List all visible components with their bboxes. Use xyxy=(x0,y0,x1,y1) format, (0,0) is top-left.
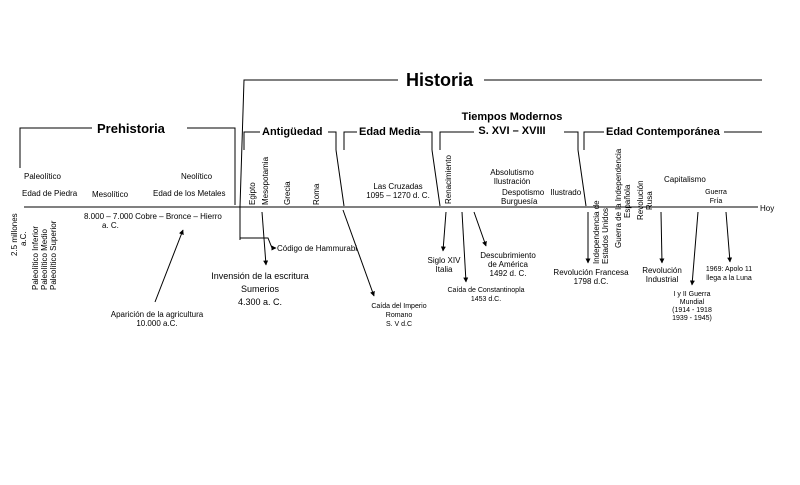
heading-antiguedad: Antigüedad xyxy=(262,126,323,138)
label-apolo: 1969: Apolo 11 llega a la Luna xyxy=(705,266,753,282)
modernos-bracket-left xyxy=(439,131,474,150)
revolucion-industrial-pointer xyxy=(659,211,665,264)
label-descubrimiento: Descubrimiento de América 1492 d. C. xyxy=(480,251,536,278)
apolo-pointer xyxy=(725,211,733,263)
label-caida-roma: Caída del Imperio Romano S. V d.C xyxy=(371,303,427,328)
label-absolutismo: Absolutismo Ilustración xyxy=(490,168,534,186)
label-egipto: Egipto xyxy=(248,182,257,205)
label-grecia: Grecia xyxy=(283,181,292,205)
label-renacimiento: Renacimiento xyxy=(444,155,453,204)
heading-edad-media: Edad Media xyxy=(359,126,421,138)
label-mesolitico: Mesolítico xyxy=(92,190,129,199)
label-metales-fecha: 8.000 – 7.000 Cobre – Bronce – Hierro a.… xyxy=(84,212,222,230)
label-revolucion-francesa: Revolución Francesa 1798 d.C. xyxy=(553,268,629,286)
label-paleolitico-fases: Paleolítico Inferior Paleolítico Medio P… xyxy=(31,220,58,290)
edad-media-bracket-right xyxy=(420,131,433,150)
escritura-pointer xyxy=(261,211,269,266)
agricultura-pointer xyxy=(154,229,184,303)
antiguedad-bracket-right xyxy=(328,131,337,150)
label-mesopotamia: Mesopotamia xyxy=(261,156,270,205)
label-hammurabi: Código de Hammurabi xyxy=(277,244,358,253)
descubrimiento-pointer xyxy=(473,211,487,247)
label-guerra-fria: Guerra Fría xyxy=(705,189,727,205)
antiguedad-bracket-left xyxy=(243,131,260,150)
label-paleolitico: Paleolítico xyxy=(24,172,61,181)
heading-edad-contemporanea: Edad Contemporánea xyxy=(606,126,720,138)
prehistoria-bracket-left xyxy=(19,127,92,168)
label-escritura: Invensión de la escritura Sumerios 4.300… xyxy=(211,271,309,307)
contemporanea-bracket-left xyxy=(583,131,604,150)
label-revolucion-industrial: Revolución Industrial xyxy=(642,266,682,284)
historia-bracket-left xyxy=(239,79,398,240)
label-siglo-xiv: Siglo XIV Italia xyxy=(427,256,461,274)
label-roma: Roma xyxy=(312,183,321,205)
label-agricultura: Aparición de la agricultura 10.000 a.C. xyxy=(110,310,204,328)
heading-historia: Historia xyxy=(406,70,474,90)
heading-tiempos-modernos: Tiempos Modernos S. XVI – XVIII xyxy=(461,111,563,137)
label-guerras-mundiales: I y II Guerra Mundial (1914 - 1918 1939 … xyxy=(672,291,712,322)
label-guerra-independencia: Guerra de la Independencia Española xyxy=(614,148,632,248)
label-edad-de-los-metales: Edad de los Metales xyxy=(153,189,226,198)
label-hoy: Hoy xyxy=(760,204,775,213)
constantinopla-pointer xyxy=(461,211,469,283)
caida-roma-pointer xyxy=(342,209,375,297)
label-edad-de-piedra: Edad de Piedra xyxy=(22,189,78,198)
modernos-bracket-right xyxy=(564,131,579,150)
label-start-date: 2.5 millones a.C. xyxy=(10,213,28,256)
label-despotismo: Despotismo Ilustrado xyxy=(502,188,582,197)
label-cruzadas: Las Cruzadas 1095 – 1270 d. C. xyxy=(366,182,430,200)
label-burguesia: Burguesía xyxy=(501,197,538,206)
label-neolitico: Neolítico xyxy=(181,172,213,181)
heading-prehistoria: Prehistoria xyxy=(97,121,165,136)
siglo-xiv-pointer xyxy=(440,211,447,252)
label-revolucion-rusa: Revolución Rusa xyxy=(636,180,654,220)
label-constantinopla: Caída de Constantinopla 1453 d.C. xyxy=(447,287,525,303)
hammurabi-pointer xyxy=(240,237,277,251)
label-capitalismo: Capitalismo xyxy=(664,175,706,184)
label-independencia-eeuu: Independencia de Estados Unidos xyxy=(592,200,610,264)
prehistoria-bracket-right xyxy=(187,127,236,205)
edad-media-bracket-left xyxy=(343,131,357,150)
guerras-mundiales-pointer xyxy=(689,211,699,286)
